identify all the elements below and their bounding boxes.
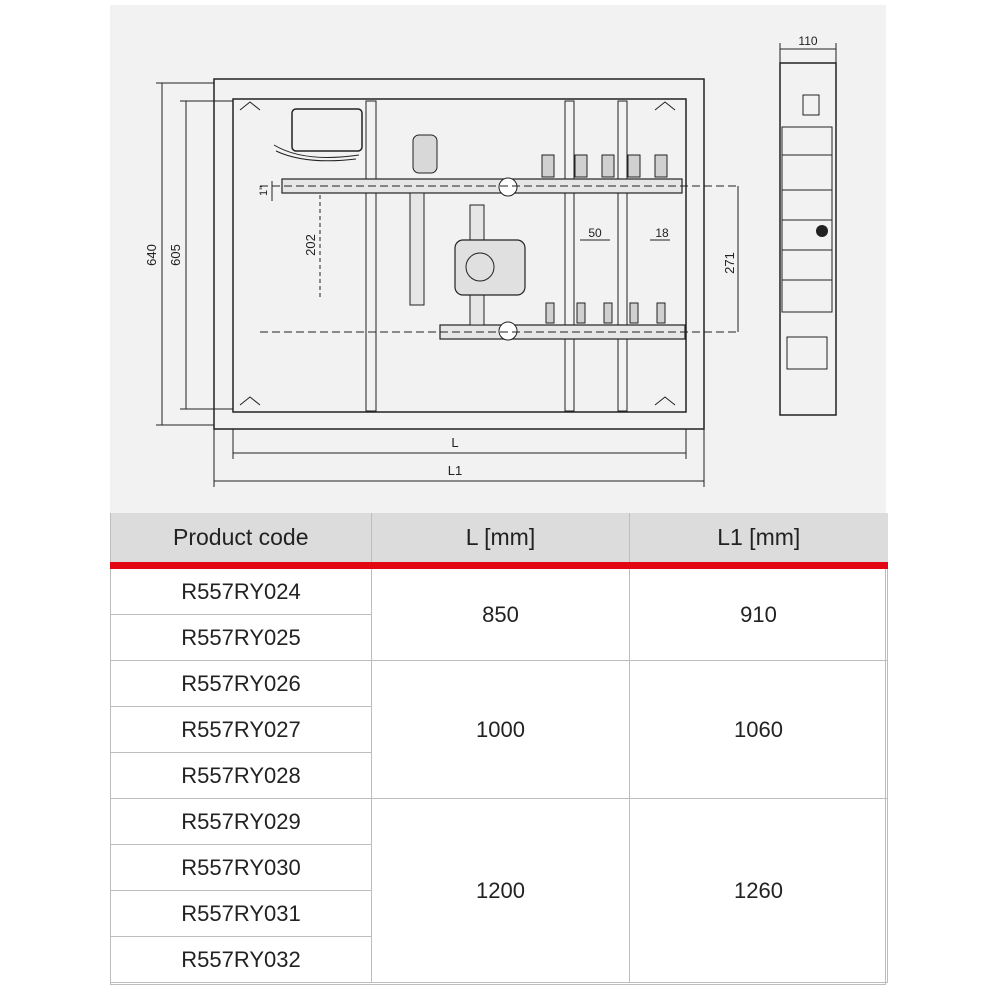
table-row: R557RY032 xyxy=(110,936,888,983)
product-code: R557RY027 xyxy=(110,706,372,753)
dim-50: 50 xyxy=(588,226,602,240)
product-code: R557RY026 xyxy=(110,660,372,707)
dim-202: 202 xyxy=(303,234,318,256)
table-row: R557RY030 xyxy=(110,844,888,891)
outer-box xyxy=(213,78,705,430)
table-row: R557RY031 xyxy=(110,890,888,937)
corner-marks xyxy=(239,101,676,406)
dim-L: L xyxy=(451,435,458,450)
rail-right xyxy=(617,100,628,412)
l1-value: 1260 xyxy=(629,798,888,983)
l-value: 1200 xyxy=(371,798,630,983)
l1-value: 910 xyxy=(629,565,888,661)
pump-rotor xyxy=(465,252,495,282)
l-value: 850 xyxy=(371,565,630,661)
thermostatic-head xyxy=(412,134,438,174)
dim-271: 271 xyxy=(722,252,737,274)
table-header-row: Product code L [mm] L1 [mm] xyxy=(110,513,888,569)
l1-value: 1060 xyxy=(629,660,888,799)
cable xyxy=(273,144,360,162)
product-table: Product code L [mm] L1 [mm] R557RY024 85… xyxy=(110,513,888,983)
return-outlets xyxy=(545,302,666,324)
supply-outlets xyxy=(541,154,668,178)
l-value: 1000 xyxy=(371,660,630,799)
rail-mid xyxy=(564,100,575,412)
mixing-line xyxy=(409,192,425,306)
gauge-return xyxy=(498,321,518,341)
product-code: R557RY024 xyxy=(110,565,372,615)
header-product-code: Product code xyxy=(110,513,372,569)
rail-left xyxy=(365,100,377,412)
product-code: R557RY025 xyxy=(110,614,372,661)
drawing-svg: 640 605 1" 202 50 18 271 L L1 xyxy=(144,34,837,487)
product-code: R557RY030 xyxy=(110,844,372,891)
dim-640: 640 xyxy=(144,244,159,266)
product-code: R557RY029 xyxy=(110,798,372,845)
side-view xyxy=(779,62,837,416)
gauge-supply xyxy=(498,177,518,197)
technical-drawing: 640 605 1" 202 50 18 271 L L1 xyxy=(110,5,886,513)
table-row: R557RY029 1200 1260 xyxy=(110,798,888,983)
product-code: R557RY031 xyxy=(110,890,372,937)
dim-inlet: 1" xyxy=(258,186,270,196)
pump xyxy=(454,239,526,296)
product-code: R557RY032 xyxy=(110,936,372,983)
dim-110: 110 xyxy=(798,34,817,48)
dim-L1: L1 xyxy=(448,463,462,478)
dim-605: 605 xyxy=(168,244,183,266)
table-row: R557RY026 1000 1060 xyxy=(110,660,888,799)
control-box xyxy=(291,108,363,152)
table-row: R557RY024 850 910 xyxy=(110,565,888,661)
header-l: L [mm] xyxy=(371,513,630,569)
table-row: R557RY027 xyxy=(110,706,888,753)
dim-18: 18 xyxy=(655,226,669,240)
product-code: R557RY028 xyxy=(110,752,372,799)
inner-box xyxy=(232,98,687,413)
header-l1: L1 [mm] xyxy=(629,513,888,569)
